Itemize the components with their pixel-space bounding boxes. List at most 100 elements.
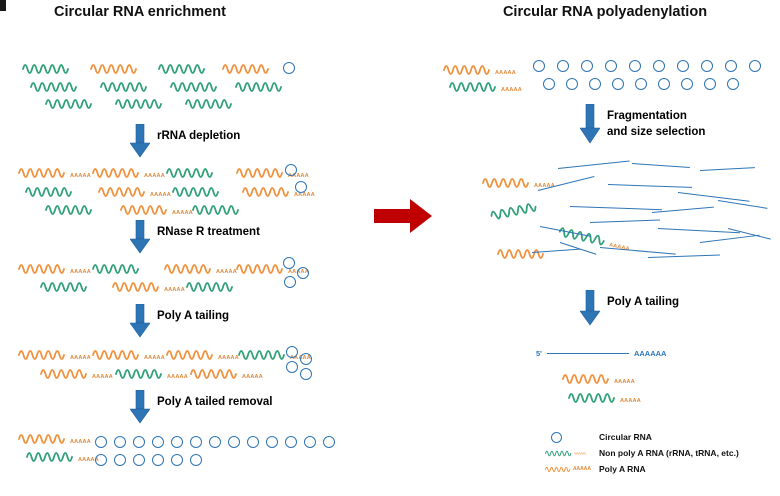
rna-fragment-line: [699, 234, 760, 243]
step-poly-a-tailed-removal: Poly A tailed removal: [130, 390, 272, 424]
polya-rna-squiggle: [90, 62, 140, 76]
circular-rna: [95, 436, 107, 448]
circular-rna: [704, 78, 716, 90]
green-wave-icon: [545, 449, 591, 458]
circular-rna: [533, 60, 545, 72]
polya-label: AAAAAA: [633, 349, 667, 358]
poly-a-tail: AAAAA: [216, 268, 237, 275]
non-polya-rna-squiggle: [92, 262, 142, 276]
circular-rna: [133, 454, 145, 466]
circular-rna: [589, 78, 601, 90]
poly-a-tail: AAAAA: [534, 182, 555, 189]
legend-item-non-polya-rna: Non poly A RNA (rRNA, tRNA, etc.): [545, 445, 739, 461]
poly-a-tail: AAAAA: [620, 397, 641, 404]
non-polya-rna-squiggle: [30, 80, 80, 94]
legend-label: Non poly A RNA (rRNA, tRNA, etc.): [599, 448, 739, 458]
non-polya-rna-squiggle: [185, 97, 235, 111]
down-arrow-icon: [130, 390, 150, 424]
circular-rna: [95, 454, 107, 466]
circular-rna: [114, 436, 126, 448]
legend-label: Poly A RNA: [599, 464, 646, 474]
orange-wave-tail-icon: AAAAA: [545, 465, 591, 474]
step-label: RNase R treatment: [157, 226, 260, 238]
circular-rna-icon: [545, 431, 591, 443]
polya-rna-squiggle: AAAAA: [18, 348, 91, 362]
polya-rna-squiggle: AAAAA: [242, 185, 315, 199]
non-polya-rna-squiggle: [489, 199, 541, 223]
circular-rna: [297, 267, 309, 279]
polya-rna-squiggle: AAAAA: [482, 176, 555, 190]
polya-rna-squiggle: AAAAA: [166, 348, 239, 362]
poly-a-tail: AAAAA: [172, 209, 193, 216]
red-right-arrow-icon: [374, 199, 432, 233]
poly-a-tail: AAAAA: [218, 354, 239, 361]
poly-a-tail: AAAAA: [167, 373, 188, 380]
right-panel-title: Circular RNA polyadenylation: [502, 4, 708, 20]
step-label: Fragmentation and size selection: [607, 110, 706, 138]
poly-a-tail: AAAAA: [70, 354, 91, 361]
non-polya-rna-squiggle: [40, 280, 90, 294]
circular-rna: [725, 60, 737, 72]
non-polya-rna-squiggle: [186, 280, 236, 294]
non-polya-rna-squiggle: AAAAA: [115, 367, 188, 381]
rna-fragment-line: [647, 254, 720, 258]
non-polya-rna-squiggle: AAAAA: [568, 391, 641, 405]
polya-rna-squiggle: AAAAA: [92, 166, 165, 180]
poly-a-tail: AAAAA: [150, 191, 171, 198]
non-polya-rna-squiggle: [45, 203, 95, 217]
circular-rna: [114, 454, 126, 466]
rna-fragment-line: [717, 200, 768, 209]
polya-rna-squiggle: AAAAA: [40, 367, 113, 381]
step-label: rRNA depletion: [157, 130, 241, 142]
non-polya-rna-squiggle: [22, 62, 72, 76]
rna-fragment-line: [699, 167, 755, 171]
polya-rna-squiggle: AAAAA: [98, 185, 171, 199]
rna-fragment-line: [569, 206, 662, 211]
circular-rna: [209, 436, 221, 448]
left-panel-title: Circular RNA enrichment: [54, 4, 226, 20]
step-rnase-r-treatment: RNase R treatment: [130, 220, 260, 254]
poly-a-tail: AAAAA: [294, 191, 315, 198]
circular-rna: [304, 436, 316, 448]
non-polya-rna-squiggle: [235, 80, 285, 94]
polya-rna-squiggle: AAAAA: [18, 262, 91, 276]
circular-rna: [285, 436, 297, 448]
polya-rna-squiggle: AAAAA: [236, 166, 309, 180]
circular-rna: [283, 257, 295, 269]
circular-rna: [727, 78, 739, 90]
rna-fragment-line: [677, 192, 750, 202]
poly-a-tail: AAAAA: [78, 456, 99, 463]
non-polya-rna-squiggle: [192, 203, 242, 217]
non-polya-rna-squiggle: [166, 166, 216, 180]
legend-label: Circular RNA: [599, 432, 652, 442]
circular-rna: [658, 78, 670, 90]
down-arrow-icon: [580, 290, 600, 326]
circular-rna: [557, 60, 569, 72]
legend-item-polya-rna: AAAAA Poly A RNA: [545, 461, 739, 477]
poly-a-tail: AAAAA: [70, 438, 91, 445]
poly-a-tail: AAAAA: [70, 268, 91, 275]
down-arrow-icon: [580, 104, 600, 144]
circular-rna: [749, 60, 761, 72]
circular-rna: [581, 60, 593, 72]
circular-rna: [171, 436, 183, 448]
circular-rna: [228, 436, 240, 448]
circular-rna: [286, 346, 298, 358]
five-prime-label: 5': [536, 349, 542, 358]
non-polya-rna-squiggle: [170, 80, 220, 94]
poly-a-tail: AAAAA: [144, 354, 165, 361]
non-polya-rna-squiggle: [25, 185, 75, 199]
poly-a-tail: AAAAA: [164, 286, 185, 293]
legend: Circular RNA Non poly A RNA (rRNA, tRNA,…: [545, 429, 739, 477]
poly-a-tail: AAAAA: [92, 373, 113, 380]
circular-rna: [266, 436, 278, 448]
non-polya-rna-squiggle: [158, 62, 208, 76]
poly-a-tail: AAAAA: [242, 373, 263, 380]
non-polya-rna-squiggle: AAAAA: [26, 450, 99, 464]
circular-rna: [323, 436, 335, 448]
polya-rna-squiggle: AAAAA: [112, 280, 185, 294]
circular-rna: [701, 60, 713, 72]
circular-rna: [543, 78, 555, 90]
circular-rna: [635, 78, 647, 90]
